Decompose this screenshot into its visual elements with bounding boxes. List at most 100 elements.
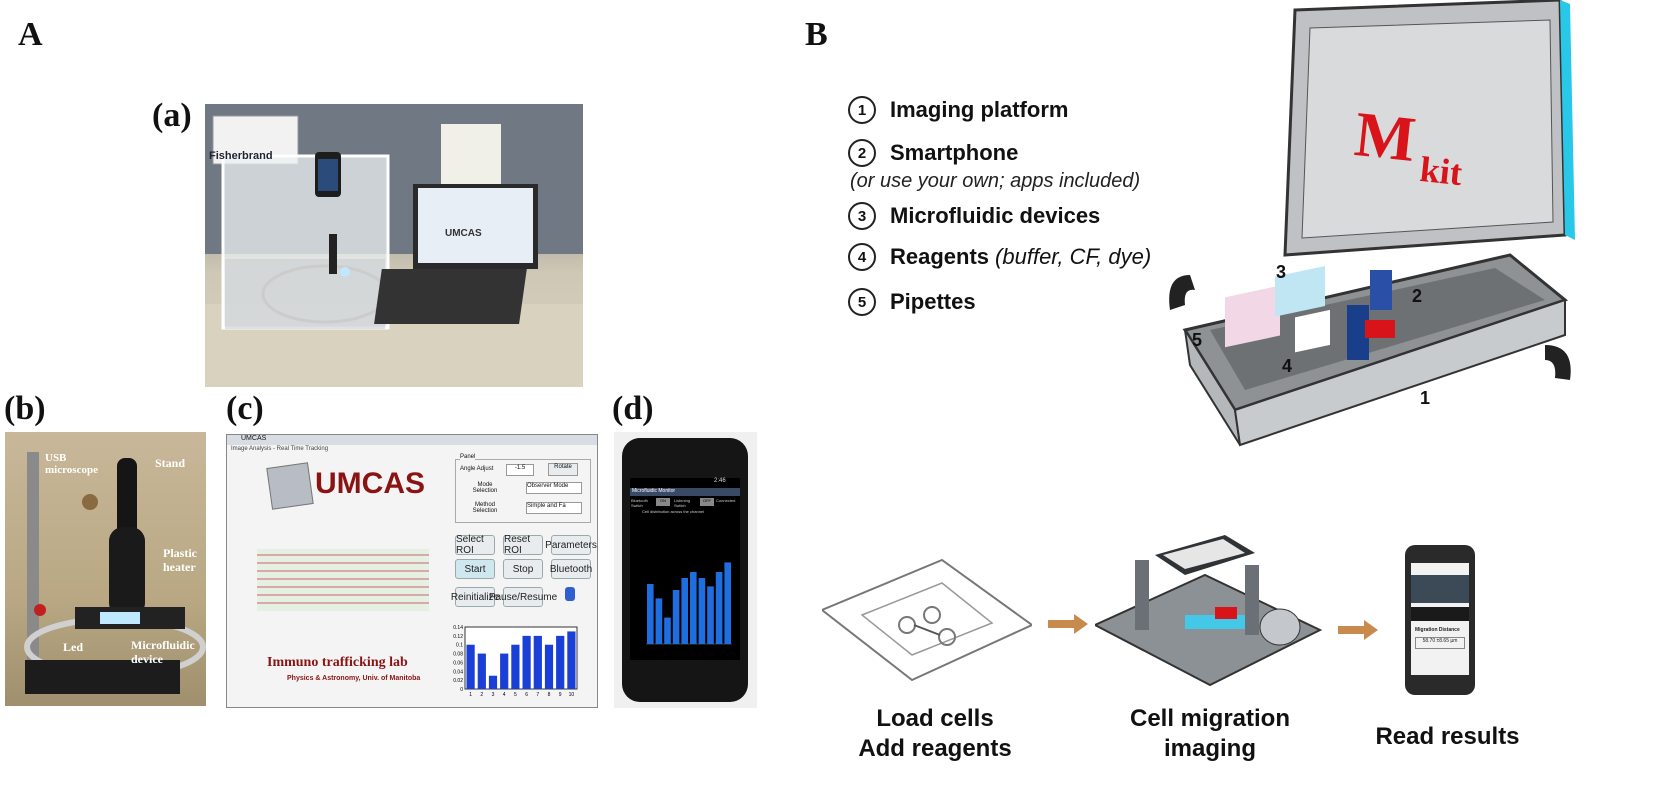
- histogram-bar: [522, 635, 531, 689]
- results-image: [1411, 575, 1469, 603]
- histogram-bar: [556, 635, 565, 689]
- umcas-logo-text: UMCAS: [315, 467, 425, 500]
- legend-text-3: Microfluidic devices: [890, 203, 1101, 228]
- bluetooth-button[interactable]: Bluetooth: [550, 559, 592, 579]
- pause-resume-button[interactable]: Pause/Resume: [489, 587, 557, 607]
- parameters-button[interactable]: Parameters: [545, 535, 597, 555]
- phone-chart-bar: [715, 572, 723, 644]
- rotate-button[interactable]: Rotate: [548, 463, 578, 476]
- method-select[interactable]: Simple and Fa: [526, 502, 582, 514]
- step1-line1: Load cells: [876, 705, 994, 732]
- imaging-platform-illustration: [1095, 535, 1323, 687]
- microfluidic-device-label: Microfluidic device: [131, 638, 195, 666]
- lab-setup-illustration: [205, 104, 583, 387]
- results-image-2: [1411, 607, 1469, 621]
- legend-text-2: Smartphone: [890, 140, 1019, 165]
- results-phone: Migration Distance 58.70 ±8.65 µm: [1405, 545, 1475, 695]
- settings-panel: Panel Angle Adjust -1.5 Rotate Mode Sele…: [455, 454, 591, 523]
- legend-item-3: 3 Microfluidic devices: [848, 202, 1100, 230]
- lab-subtitle: Physics & Astronomy, Univ. of Manitoba: [287, 675, 421, 682]
- phone-chart-bar: [698, 578, 706, 644]
- step2-line2: imaging: [1163, 735, 1256, 762]
- legend-item-4: 4 Reagents (buffer, CF, dye): [848, 243, 1151, 271]
- menu-bar[interactable]: Image Analysis - Real Time Tracking: [231, 446, 329, 452]
- phone-chart-bar: [672, 590, 680, 644]
- kit-callout-4: 4: [1282, 356, 1293, 376]
- number-5-icon: 5: [848, 288, 876, 316]
- histogram-bar: [477, 653, 486, 689]
- histogram-y-tick: 0.12: [453, 634, 463, 640]
- start-button[interactable]: Start: [455, 559, 495, 579]
- histogram-y-tick: 0.02: [453, 678, 463, 684]
- reset-roi-button[interactable]: Reset ROI: [503, 534, 543, 556]
- legend-text-4: Reagents: [890, 244, 990, 269]
- phone-chart-title: Cell distribution across the channel: [642, 509, 705, 514]
- histogram-x-tick: 3: [492, 692, 495, 698]
- mkit-logo-m: M: [1351, 98, 1420, 175]
- step1-caption: Load cells Add reagents: [850, 704, 1020, 764]
- photo-lab-setup: UMCAS Fisherbrand: [205, 104, 583, 387]
- select-roi-button[interactable]: Select ROI: [455, 534, 495, 556]
- microscope-illustration: [24, 452, 206, 694]
- histogram-x-tick: 1: [469, 692, 472, 698]
- reinitialize-button[interactable]: Reinitialize: [451, 587, 499, 607]
- kit-callout-3: 3: [1276, 262, 1287, 282]
- histogram-y-tick: 0: [460, 687, 463, 693]
- sub-label-d: (d): [612, 390, 654, 427]
- histogram-x-tick: 9: [559, 692, 562, 698]
- photo-usb-microscope: USB microscope Stand Plastic heater Led …: [5, 432, 206, 706]
- step3-line1: Read results: [1375, 723, 1520, 750]
- results-phone-screen: Migration Distance 58.70 ±8.65 µm: [1411, 563, 1469, 675]
- panel-label: Panel: [460, 454, 476, 460]
- bluetooth-icon: [565, 587, 575, 601]
- phone-chart-bar: [724, 562, 731, 644]
- histogram-y-tick: 0.06: [453, 660, 463, 666]
- histogram-bar: [567, 631, 576, 689]
- number-4-icon: 4: [848, 243, 876, 271]
- phone-chart-bar: [655, 598, 663, 644]
- step1-line2: Add reagents: [858, 735, 1012, 762]
- histogram-x-tick: 7: [536, 692, 539, 698]
- phone-chart-bar: [681, 578, 688, 644]
- listening-toggle[interactable]: OFF: [700, 498, 714, 506]
- legend-item-1: 1 Imaging platform: [848, 96, 1068, 124]
- mode-selection-label: Mode Selection: [472, 482, 498, 494]
- stop-button[interactable]: Stop: [503, 559, 543, 579]
- listening-switch-label: Listening Switch: [674, 498, 691, 508]
- histogram-bar: [488, 675, 498, 689]
- histogram-x-tick: 5: [514, 692, 517, 698]
- mode-select[interactable]: Observer Mode: [526, 482, 582, 494]
- phone-screen: 2:46 Microfluidic Monitor Bluetooth Swit…: [630, 478, 740, 660]
- kit-callout-5: 5: [1192, 330, 1203, 350]
- kit-callout-1: 1: [1420, 388, 1431, 408]
- phone-body: 2:46 Microfluidic Monitor Bluetooth Swit…: [622, 438, 748, 702]
- angle-input[interactable]: -1.5: [506, 464, 534, 476]
- tracking-lines: [257, 554, 429, 604]
- histogram-y-tick: 0.08: [453, 652, 463, 658]
- phone-chart-bar: [647, 584, 654, 644]
- legend-smartphone-note: (or use your own; apps included): [850, 170, 1141, 192]
- laptop-screen-title: UMCAS: [445, 228, 482, 239]
- usb-microscope-label: USB microscope: [45, 452, 98, 476]
- microfluidic-chip-illustration: [822, 558, 1032, 682]
- histogram-x-tick: 2: [480, 692, 483, 698]
- sub-label-a: (a): [152, 97, 192, 134]
- histogram-bar: [544, 644, 554, 689]
- number-2-icon: 2: [848, 139, 876, 167]
- mkit-logo-kit: kit: [1418, 148, 1464, 194]
- migration-distance-value: 58.70 ±8.65 µm: [1415, 637, 1465, 649]
- legend-item-5: 5 Pipettes: [848, 288, 976, 316]
- legend-item-2: 2 Smartphone: [848, 139, 1018, 167]
- panel-label-a: A: [18, 16, 43, 53]
- histogram-y-tick: 0.1: [456, 643, 463, 649]
- bluetooth-toggle[interactable]: ON: [656, 498, 670, 506]
- histogram-y-tick: 0.14: [453, 625, 463, 631]
- histogram-bar: [466, 644, 475, 689]
- sub-label-b: (b): [4, 390, 46, 427]
- connected-status: Connected: [716, 498, 736, 503]
- phone-chart-bar: [707, 586, 714, 644]
- histogram-x-tick: 6: [525, 692, 528, 698]
- histogram-bar: [533, 635, 542, 689]
- panel-label-b: B: [805, 16, 828, 53]
